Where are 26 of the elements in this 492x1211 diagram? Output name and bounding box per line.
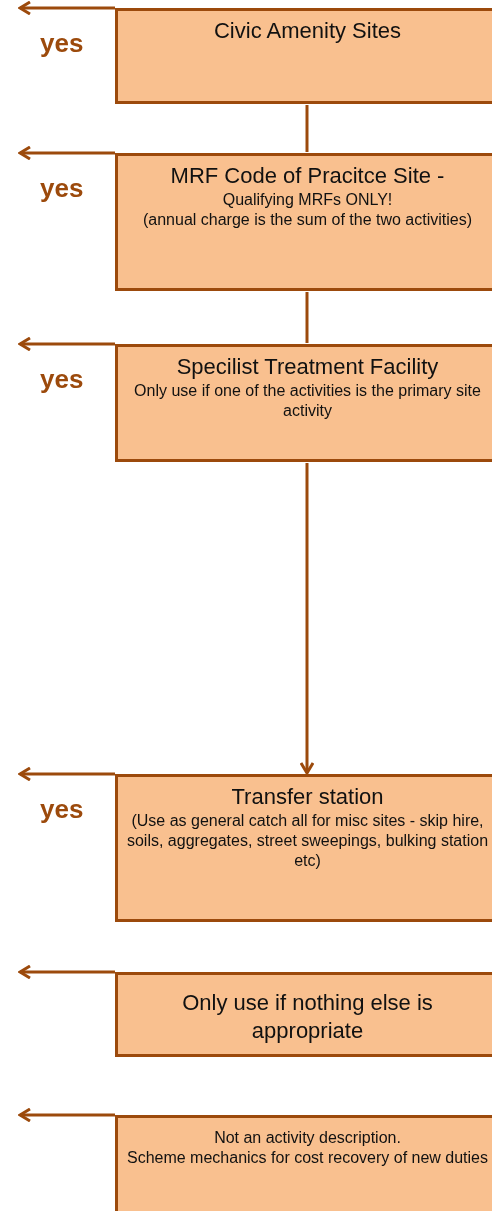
box-note: Scheme mechanics for cost recovery of new duties: [126, 1148, 489, 1168]
arrow: [299, 463, 315, 775]
arrow: [18, 1107, 115, 1123]
connector-line: [305, 105, 309, 152]
box-title: Specilist Treatment Facility: [175, 353, 440, 381]
box-title: Not an activity description.: [213, 1128, 402, 1148]
box-note: (annual charge is the sum of the two activities): [141, 209, 473, 230]
box-note: Only use if one of the activities is the primary site activity: [133, 380, 482, 421]
box-title: Only use if nothing else is appropriate: [181, 989, 434, 1044]
box-note: Qualifying MRFs ONLY!: [221, 189, 394, 210]
process-box: [115, 153, 492, 291]
box-title: Civic Amenity Sites: [212, 17, 403, 45]
process-box: [115, 344, 492, 462]
process-box: [115, 8, 492, 104]
process-box: [115, 1115, 492, 1211]
arrow: [18, 766, 115, 782]
connector-line: [305, 292, 309, 343]
arrow: [18, 145, 115, 161]
arrow: [18, 0, 115, 16]
process-box: [115, 774, 492, 922]
box-title: MRF Code of Pracitce Site -: [169, 162, 446, 190]
arrow: [18, 336, 115, 352]
box-note: (Use as general catch all for misc sites - skip hire, soils, aggregates, street sweepings, bulking station etc): [126, 810, 489, 871]
box-title: Transfer station: [230, 783, 385, 811]
arrow: [18, 964, 115, 980]
process-box: [115, 972, 492, 1057]
